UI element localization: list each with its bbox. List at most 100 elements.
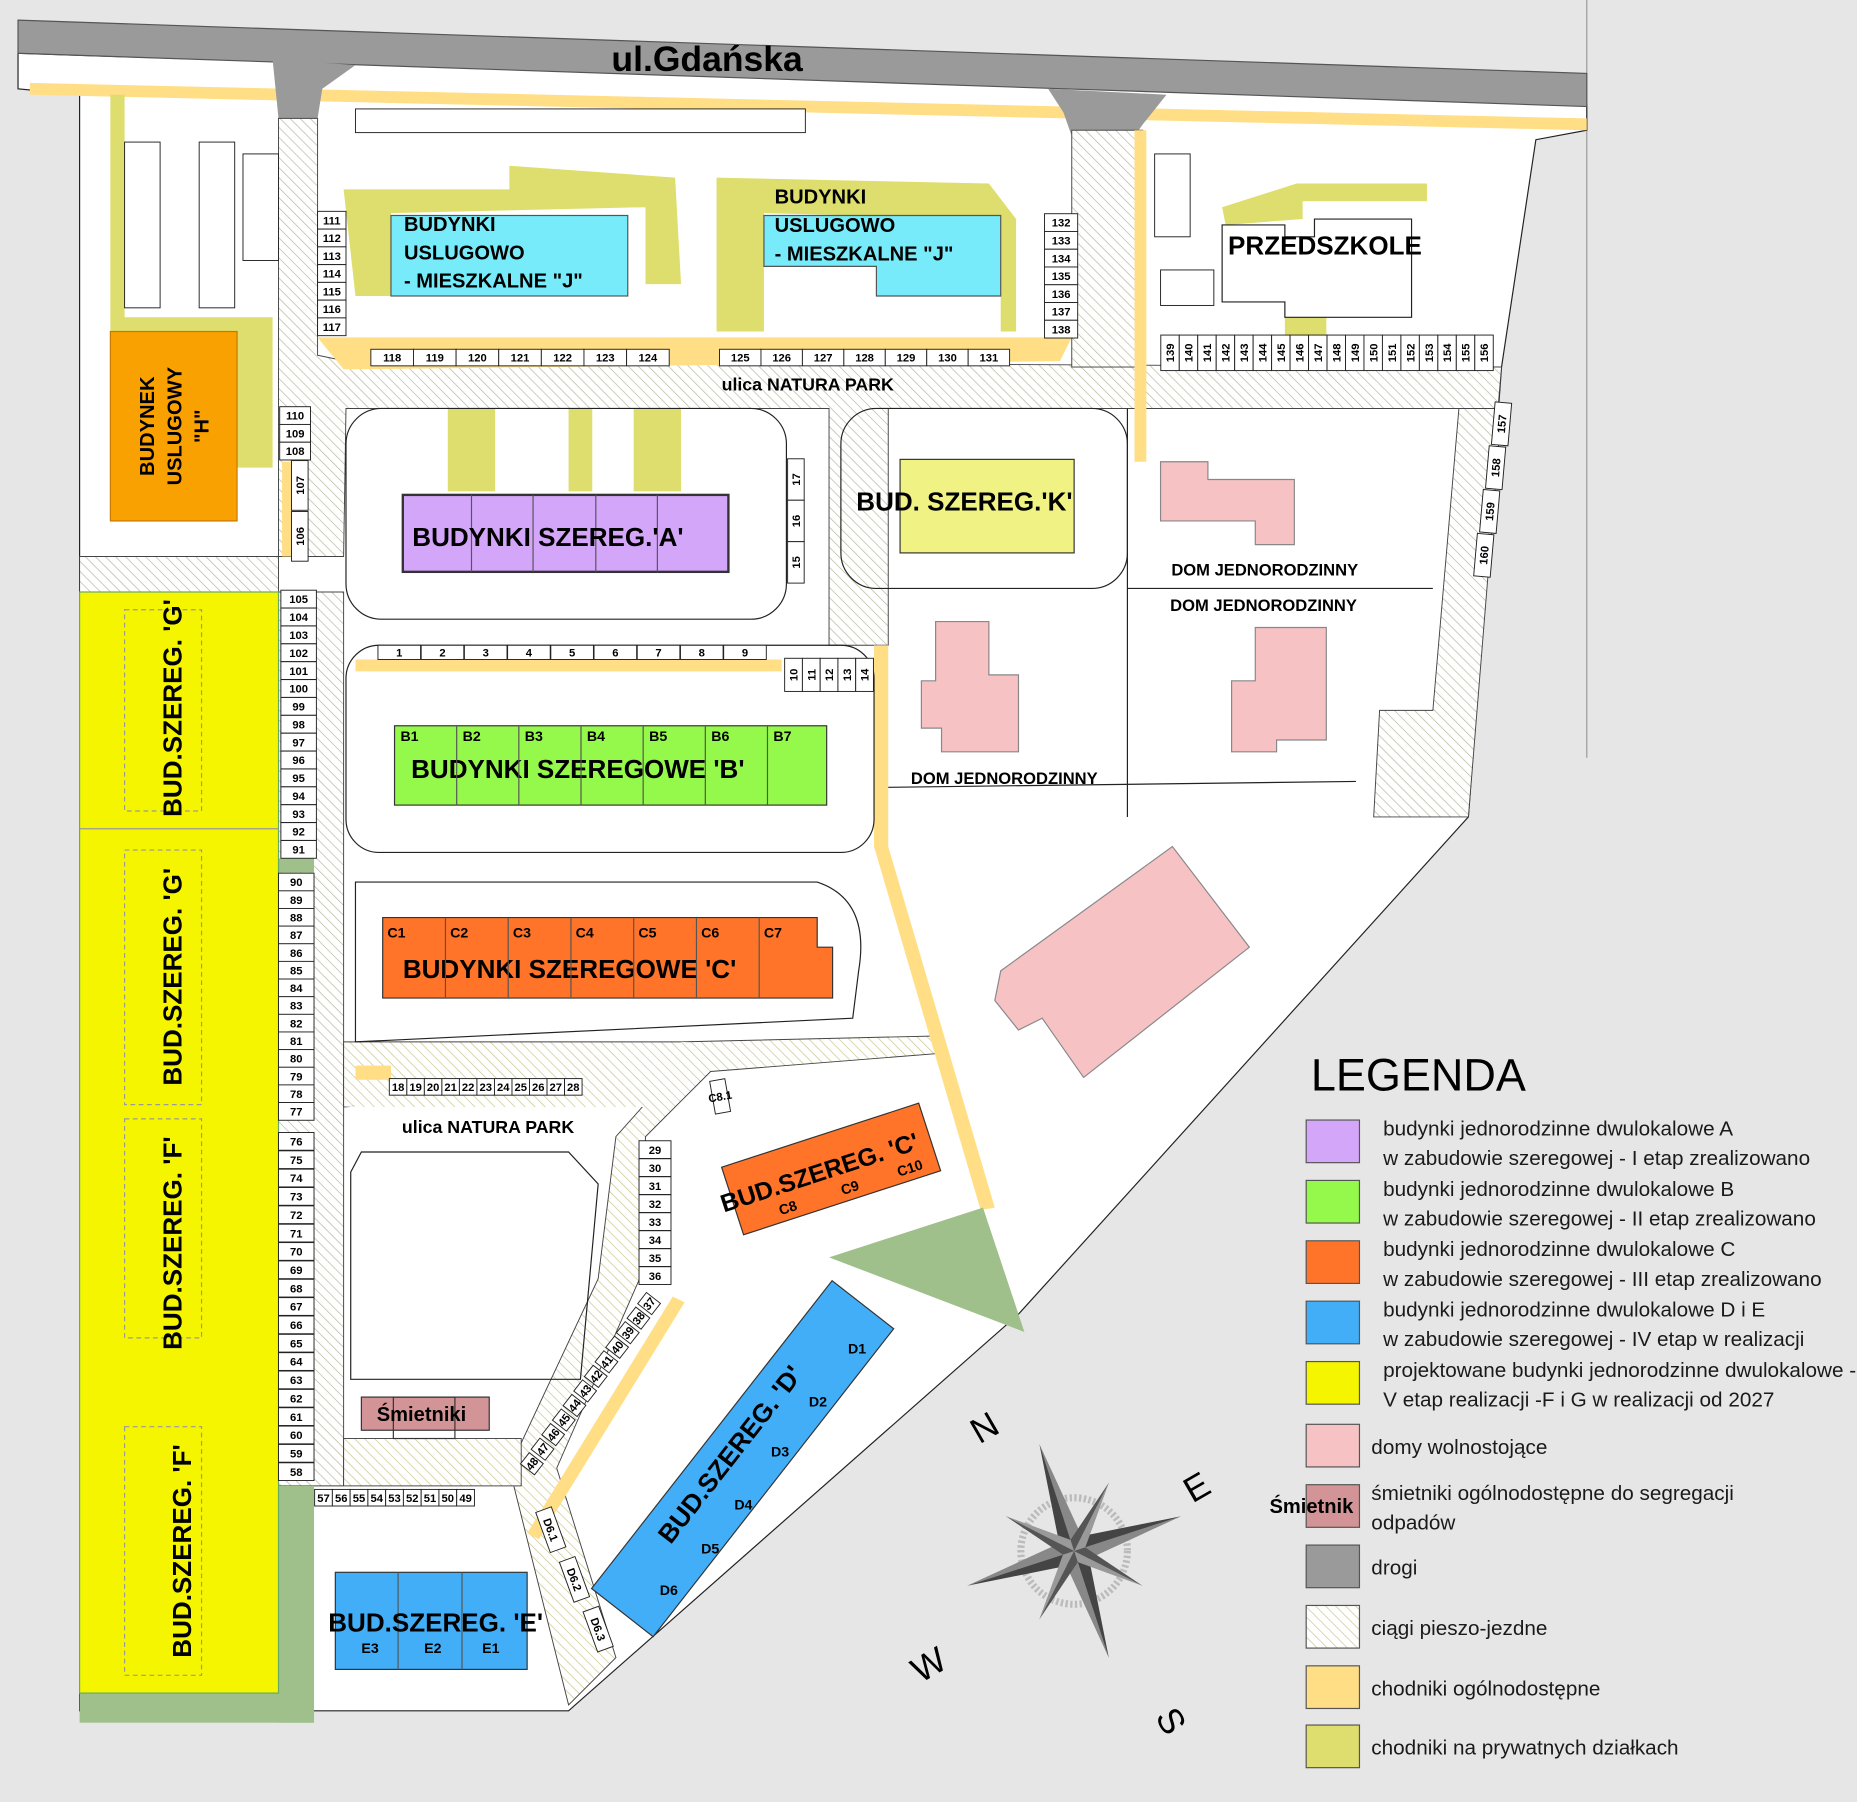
lot-number: 74 [290,1173,303,1185]
unit-c4: C4 [576,926,594,942]
lot-133: 133 [1044,230,1079,250]
legend-swatch [1305,1300,1361,1345]
legend-swatch-label: Śmietnik [1269,1494,1354,1518]
lot-50: 50 [438,1488,458,1507]
lot-100: 100 [280,679,317,698]
legend-swatch [1305,1724,1361,1769]
legend-item: domy wolnostojące [1305,1423,1547,1468]
lot-number: 128 [855,353,874,365]
building-j-west-label-2: USLUGOWO [404,242,525,264]
unit-e1: E1 [482,1641,499,1657]
lot-14: 14 [855,657,874,692]
dom-label-3: DOM JEDNORODZINNY [911,769,1098,788]
buildings-f-g: BUD.SZEREG. 'G' BUD.SZEREG. 'G' BUD.SZER… [79,591,280,1694]
lot-147: 147 [1308,334,1328,372]
lot-157: 157 [1490,401,1513,447]
building-c: BUDYNKI SZEREGOWE 'C' [382,916,834,999]
lot-number: 53 [388,1493,401,1505]
lot-box [564,1078,583,1096]
building-e: BUD.SZEREG. 'E' E3 E2 E1 [328,1571,543,1670]
lot-98: 98 [280,714,317,734]
lot-box [615,1320,640,1345]
lot-number: 93 [292,809,305,821]
unit-c6: C6 [701,926,719,942]
lot-number: 84 [290,983,303,995]
lot-130: 130 [926,348,969,367]
lot-box [278,1443,315,1463]
lot-number: 92 [292,827,305,839]
unit-d5: D5 [701,1541,719,1557]
lot-number: 146 [1294,343,1306,362]
lot-box [530,1437,555,1461]
lot-number: 108 [286,446,305,458]
building-f-label-2: BUD.SZEREG. 'F' [167,1444,197,1657]
lot-55: 55 [349,1488,369,1507]
lot-number: 57 [317,1493,330,1505]
legend-label: ciągi pieszo-jezdne [1371,1617,1547,1640]
lot-number: 103 [289,630,308,642]
building-a: BUDYNKI SZEREG.'A' [401,493,730,574]
lot-15: 15 [787,541,805,584]
lot-number: 91 [292,845,305,857]
building-j-east-label-2: USLUGOWO [775,215,896,237]
lot-number: 82 [290,1018,303,1030]
lot-number: 137 [1052,307,1071,319]
lot-number: 23 [479,1082,492,1094]
unit-b7: B7 [773,729,791,745]
lot-box [278,1242,315,1261]
building-a-label: BUDYNKI SZEREG.'A' [412,522,683,552]
lot-27: 27 [546,1078,566,1096]
lot-118: 118 [370,348,414,367]
przedszkole: PRZEDSZKOLE [1221,218,1422,318]
lot-number: 111 [323,215,341,227]
legend-item: budynki jednorodzinne dwulokalowe D i Ew… [1305,1299,1804,1351]
lot-number: 133 [1052,235,1071,247]
building-j-west-label-1: BUDYNKI [404,214,496,236]
lot-10: 10 [784,657,803,692]
lot-box [278,1425,315,1445]
legend-label: domy wolnostojące [1371,1436,1547,1459]
legend-label: chodniki ogólnodostępne [1371,1677,1600,1700]
lot-36: 36 [638,1266,672,1285]
lot-number: 20 [427,1082,440,1094]
lot-123: 123 [583,348,628,367]
lot-67: 67 [278,1297,315,1316]
lot-101: 101 [280,661,317,680]
lot-D6.1: D6.1 [535,1506,567,1554]
lot-117: 117 [317,317,347,337]
legend-swatch [1305,1544,1361,1589]
lot-box [787,541,805,584]
lot-20: 20 [423,1078,443,1096]
unit-c9: C9 [839,1178,861,1199]
unit-b1: B1 [400,729,418,745]
lot-58: 58 [278,1462,315,1482]
lot-92: 92 [280,822,317,841]
lot-number: 83 [290,1001,303,1013]
lot-number: 9 [742,648,748,660]
lot-159: 159 [1479,489,1501,534]
lot-number: 13 [842,669,854,682]
lot-number: 72 [290,1210,303,1222]
legend-label: odpadów [1371,1512,1455,1535]
legend-label: drogi [1371,1557,1417,1580]
lot-number: 27 [550,1082,563,1094]
lot-number: 81 [290,1036,303,1048]
lot-16: 16 [787,499,805,543]
lot-21: 21 [441,1078,460,1096]
lot-number: 113 [323,251,341,263]
legend-label: V etap realizacji -F i G w realizacji od… [1383,1389,1774,1412]
lot-number: 147 [1313,343,1325,362]
lot-number: 80 [290,1054,303,1066]
legend-item: chodniki na prywatnych działkach [1305,1724,1679,1769]
lot-127: 127 [801,348,845,367]
lot-13: 13 [837,657,857,692]
lot-number: 139 [1165,343,1177,362]
lot-box [562,1393,587,1418]
lot-109: 109 [279,423,311,443]
lot-60: 60 [278,1425,315,1445]
lot-35: 35 [638,1248,672,1267]
legend-item: chodniki ogólnodostępne [1305,1665,1600,1710]
lot-number: 101 [289,666,308,678]
lot-number: 6 [612,648,618,660]
